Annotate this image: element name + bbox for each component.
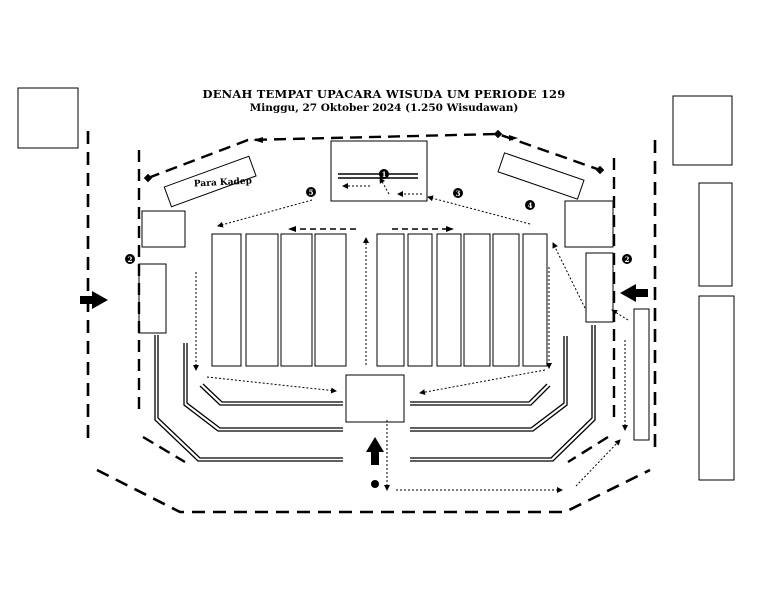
svg-text:1: 1	[382, 170, 387, 179]
main-stage	[330, 140, 428, 202]
front-center-box	[345, 374, 405, 423]
seat-block	[492, 233, 520, 367]
outer-building-right-bottom	[698, 295, 735, 481]
guide-arrowheads	[288, 226, 454, 232]
seating-blocks-left	[211, 233, 347, 367]
flow-paths	[193, 177, 629, 493]
marker-4: 4	[525, 200, 535, 210]
svg-text:3: 3	[456, 189, 461, 198]
svg-text:2: 2	[128, 255, 133, 264]
right-guest-box	[497, 152, 585, 200]
marker-3: 3	[453, 188, 463, 198]
outer-building-right-mid	[698, 182, 733, 287]
seat-block	[314, 233, 347, 367]
bottom-entrance-dot	[371, 480, 379, 488]
left-entrance-arrow	[80, 291, 108, 309]
marker-5: 5	[306, 187, 316, 197]
boundary-arrowheads	[253, 135, 518, 143]
seat-block	[522, 233, 548, 367]
right-box-long	[633, 308, 650, 441]
seating-blocks-right	[376, 233, 548, 367]
right-entrance-arrow	[620, 284, 648, 302]
seat-block	[463, 233, 491, 367]
marker-2-right: 2	[622, 254, 632, 264]
marker-2-left: 2	[125, 254, 135, 264]
outer-dashed-boundary	[86, 131, 657, 514]
seat-block	[245, 233, 279, 367]
seat-block	[280, 233, 313, 367]
svg-text:4: 4	[528, 201, 533, 210]
right-box-upper	[564, 200, 614, 248]
left-box-upper	[141, 210, 186, 248]
seat-block	[211, 233, 242, 367]
svg-text:2: 2	[625, 255, 630, 264]
outer-building-top-right	[672, 95, 733, 166]
marker-1: 1	[379, 169, 389, 179]
svg-text:5: 5	[309, 188, 314, 197]
curved-seat-rows	[154, 325, 596, 462]
stage-lines	[338, 173, 418, 179]
bottom-entrance-arrow	[366, 437, 384, 465]
outer-building-top-left	[17, 87, 79, 149]
inner-dashed-boundary	[137, 132, 616, 464]
plan-subtitle: Minggu, 27 Oktober 2024 (1.250 Wisudawan…	[249, 102, 519, 114]
seat-block	[407, 233, 433, 367]
para-kadep-label: Para Kadep	[194, 176, 252, 189]
para-kadep-box	[163, 155, 257, 208]
left-box-lower	[138, 263, 167, 334]
right-box-lower	[585, 252, 614, 323]
plan-title: DENAH TEMPAT UPACARA WISUDA UM PERIODE 1…	[202, 87, 566, 101]
seat-block	[436, 233, 462, 367]
seat-block	[376, 233, 405, 367]
